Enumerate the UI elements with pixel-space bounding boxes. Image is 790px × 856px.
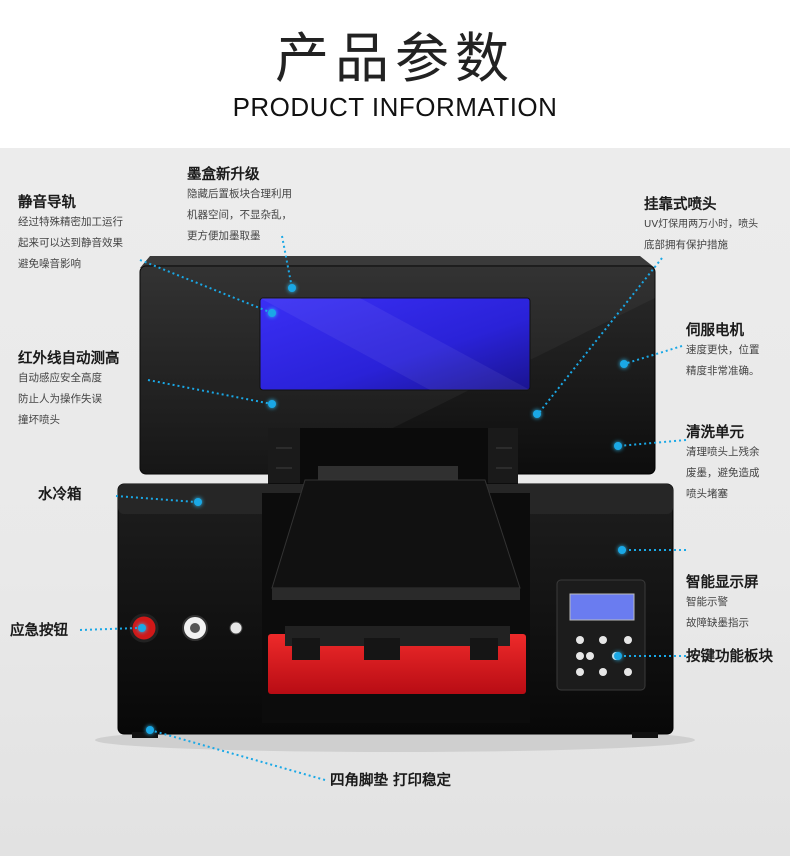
rail-bracket	[318, 466, 458, 480]
power-indicator	[229, 621, 243, 635]
feature-servo-motor: 伺服电机 速度更快，位置 精度非常准确。	[686, 322, 760, 382]
feature-line: 智能示警	[686, 596, 728, 608]
feature-title: 红外线自动测高	[18, 351, 120, 367]
feature-line: 自动感应安全高度	[18, 372, 102, 384]
feature-hanging-head: 挂靠式喷头 UV灯保用两万小时，喷头 底部拥有保护措施	[644, 196, 758, 256]
feature-water-cooling: 水冷箱	[38, 486, 82, 504]
uv-cover-window	[259, 297, 531, 391]
print-platform	[271, 479, 521, 589]
rotary-dial-center	[190, 623, 200, 633]
feature-title: 挂靠式喷头	[644, 197, 717, 213]
feature-line: 避免噪音影响	[18, 258, 81, 270]
uv-printer-illustration	[79, 235, 695, 781]
red-tray	[268, 634, 526, 694]
feature-title: 智能显示屏	[686, 575, 759, 591]
window-glare	[260, 298, 530, 390]
feature-title: 四角脚垫 打印稳定	[330, 773, 452, 789]
feature-line: 清理喷头上残余	[686, 446, 760, 458]
feature-line: 防止人为操作失误	[18, 393, 102, 405]
foot-left	[132, 732, 158, 738]
feature-emergency-button: 应急按钮	[10, 622, 68, 640]
dot-keypad-panel	[614, 652, 622, 660]
product-stage: 静音导轨 经过特殊精密加工运行 起来可以达到静音效果 避免噪音影响 墨盒新升级 …	[0, 148, 790, 856]
feature-line: 更方便加墨取墨	[187, 230, 261, 242]
feature-title: 应急按钮	[10, 623, 68, 639]
tray-clip-right	[470, 638, 498, 660]
feature-line: 经过特殊精密加工运行	[18, 216, 123, 228]
feature-line: 撞坏喷头	[18, 414, 60, 426]
dot-hanging-head	[533, 410, 541, 418]
feature-line: 废墨，避免造成	[686, 467, 760, 479]
dot-smart-display	[618, 546, 626, 554]
feature-keypad-panel: 按键功能板块	[686, 648, 773, 666]
platform-front-edge	[272, 588, 520, 600]
tray-carriage	[285, 626, 510, 646]
feature-line: UV灯保用两万小时，喷头	[644, 219, 759, 230]
dot-ink-cartridge	[288, 284, 296, 292]
foot-right	[632, 732, 658, 738]
dot-cleaning-unit	[614, 442, 622, 450]
dot-emergency-button	[138, 624, 146, 632]
feature-line: 喷头堵塞	[686, 488, 728, 500]
feature-title: 清洗单元	[686, 425, 744, 441]
feature-line: 起来可以达到静音效果	[18, 237, 123, 249]
feature-line: 速度更快，位置	[686, 344, 760, 356]
lcd-screen	[569, 593, 635, 621]
dot-guide-rail	[268, 309, 276, 317]
feature-title: 伺服电机	[686, 323, 744, 339]
dot-servo-motor	[620, 360, 628, 368]
tray-clip-middle	[364, 638, 400, 660]
feature-title: 静音导轨	[18, 195, 76, 211]
feature-title: 墨盒新升级	[187, 167, 260, 183]
feature-cleaning-unit: 清洗单元 清理喷头上残余 废墨，避免造成 喷头堵塞	[686, 424, 760, 505]
feature-title: 水冷箱	[38, 487, 82, 503]
feature-ink-cartridge: 墨盒新升级 隐藏后置板块合理利用 机器空间，不显杂乱， 更方便加墨取墨	[187, 166, 292, 247]
dot-water-cooling	[194, 498, 202, 506]
page-title-cn: 产品参数	[275, 27, 515, 90]
page-title-en: PRODUCT INFORMATION	[232, 92, 558, 122]
top-cover-edge	[140, 256, 655, 268]
feature-line: 精度非常准确。	[686, 365, 760, 377]
feature-title: 按键功能板块	[686, 649, 773, 665]
tray-clip-left	[292, 638, 320, 660]
leader-lines	[79, 235, 687, 781]
feature-line: 底部拥有保护措施	[644, 239, 728, 251]
feature-guide-rail: 静音导轨 经过特殊精密加工运行 起来可以达到静音效果 避免噪音影响	[18, 194, 123, 275]
dot-corner-feet	[146, 726, 154, 734]
page-header: 产品参数 PRODUCT INFORMATION	[0, 0, 790, 148]
feature-smart-display: 智能显示屏 智能示警 故障缺墨指示	[686, 574, 759, 634]
feature-line: 故障缺墨指示	[686, 617, 749, 629]
feature-infrared-height: 红外线自动测高 自动感应安全高度 防止人为操作失误 撞坏喷头	[18, 350, 120, 431]
dot-infrared-height	[268, 400, 276, 408]
feature-line: 机器空间，不显杂乱，	[187, 209, 292, 221]
feature-line: 隐藏后置板块合理利用	[187, 188, 292, 200]
feature-corner-feet: 四角脚垫 打印稳定	[330, 772, 451, 790]
